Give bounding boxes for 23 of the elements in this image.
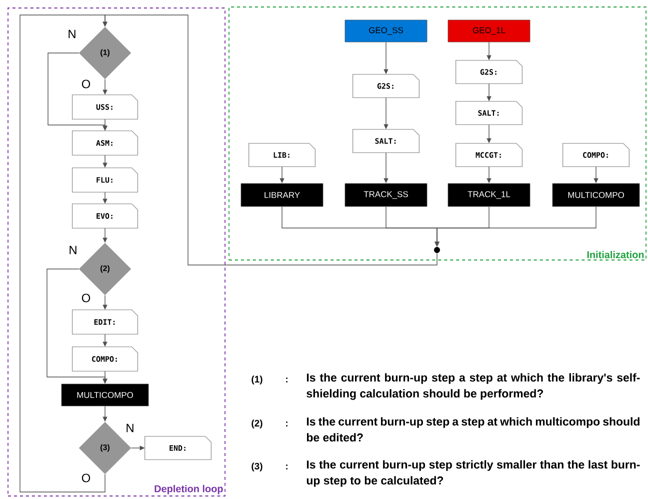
geometry-box: GEO_1L	[448, 20, 530, 42]
colon: :	[286, 378, 288, 382]
arrow	[102, 14, 438, 266]
data-box: TRACK_1L	[448, 183, 530, 207]
question-text: Is the current burn-up step a step at which multicompo should be edited?	[306, 417, 640, 442]
colon: :	[286, 422, 288, 426]
edge-label: O	[80, 292, 92, 304]
data-box: MULTICOMPO	[61, 384, 149, 406]
question-text: Is the current burn-up step a step at which the library's self-shielding calculation should be performed?	[306, 373, 640, 400]
colon: :	[286, 464, 288, 470]
edge-label: O	[80, 472, 92, 484]
question-text: Is the current burn-up step strictly smaller than the last burn-up step to be calculated?	[306, 460, 640, 487]
arrow	[20, 14, 108, 492]
data-box: MULTICOMPO	[552, 183, 640, 207]
question-number: (1)	[252, 376, 262, 384]
data-box: LIBRARY	[240, 183, 324, 207]
data-box: TRACK_SS	[344, 183, 428, 207]
edge-label: O	[80, 78, 92, 90]
edge-label: N	[66, 28, 78, 40]
edge-label: N	[68, 244, 78, 256]
question-number: (3)	[252, 462, 262, 472]
question-number: (2)	[252, 420, 262, 428]
geometry-box: GEO_SS	[344, 20, 428, 42]
